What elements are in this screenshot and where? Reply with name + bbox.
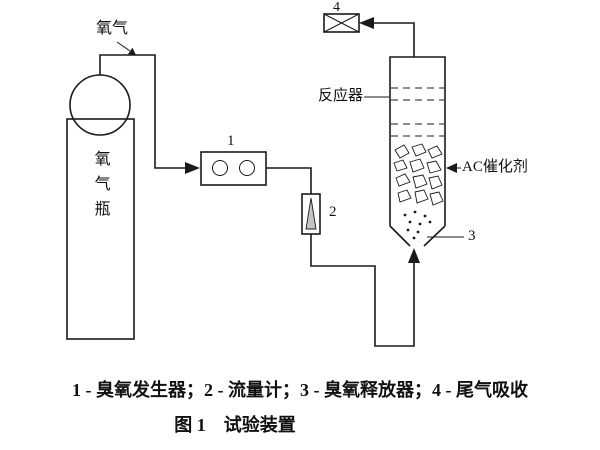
generator-outlet-pipe [266, 167, 312, 194]
catalyst-label: AC催化剂 [462, 159, 528, 175]
catalyst-bed [393, 143, 444, 206]
ozone-inlet-pipe [310, 234, 420, 347]
releaser-number-label: 3 [468, 228, 476, 244]
figure-caption: 图 1 试验装置 [174, 415, 296, 435]
oxygen-feed-pipe [99, 54, 200, 174]
catalyst-leader-arrow [446, 163, 461, 173]
funnel-left [389, 225, 411, 247]
oxygen-label: 氧气 [96, 20, 129, 37]
flowmeter-float-icon [305, 197, 317, 230]
flow-meter [301, 193, 321, 235]
offgas-arrow-icon [359, 17, 374, 29]
flowmeter-number-label: 2 [329, 204, 337, 220]
cylinder-label: 氧气瓶 [91, 150, 109, 225]
reactor-label: 反应器 [318, 88, 364, 104]
absorber-number-label: 4 [333, 0, 340, 15]
offgas-pipe [359, 17, 415, 57]
ozone-generator [200, 151, 267, 186]
inlet-arrow-icon [408, 248, 420, 263]
feed-arrow-icon [185, 162, 200, 174]
generator-number-label: 1 [227, 133, 235, 149]
tail-gas-absorber [323, 13, 360, 33]
reactor-dashed-levels [391, 87, 444, 137]
apparatus-diagram [66, 13, 464, 347]
funnel-right [423, 225, 446, 247]
diffuser-dots [403, 210, 432, 240]
oxygen-label-arrow [116, 41, 136, 55]
reactor-column [389, 56, 446, 247]
figure-legend: 1 - 臭氧发生器；2 - 流量计；3 - 臭氧释放器；4 - 尾气吸收 [72, 380, 528, 400]
